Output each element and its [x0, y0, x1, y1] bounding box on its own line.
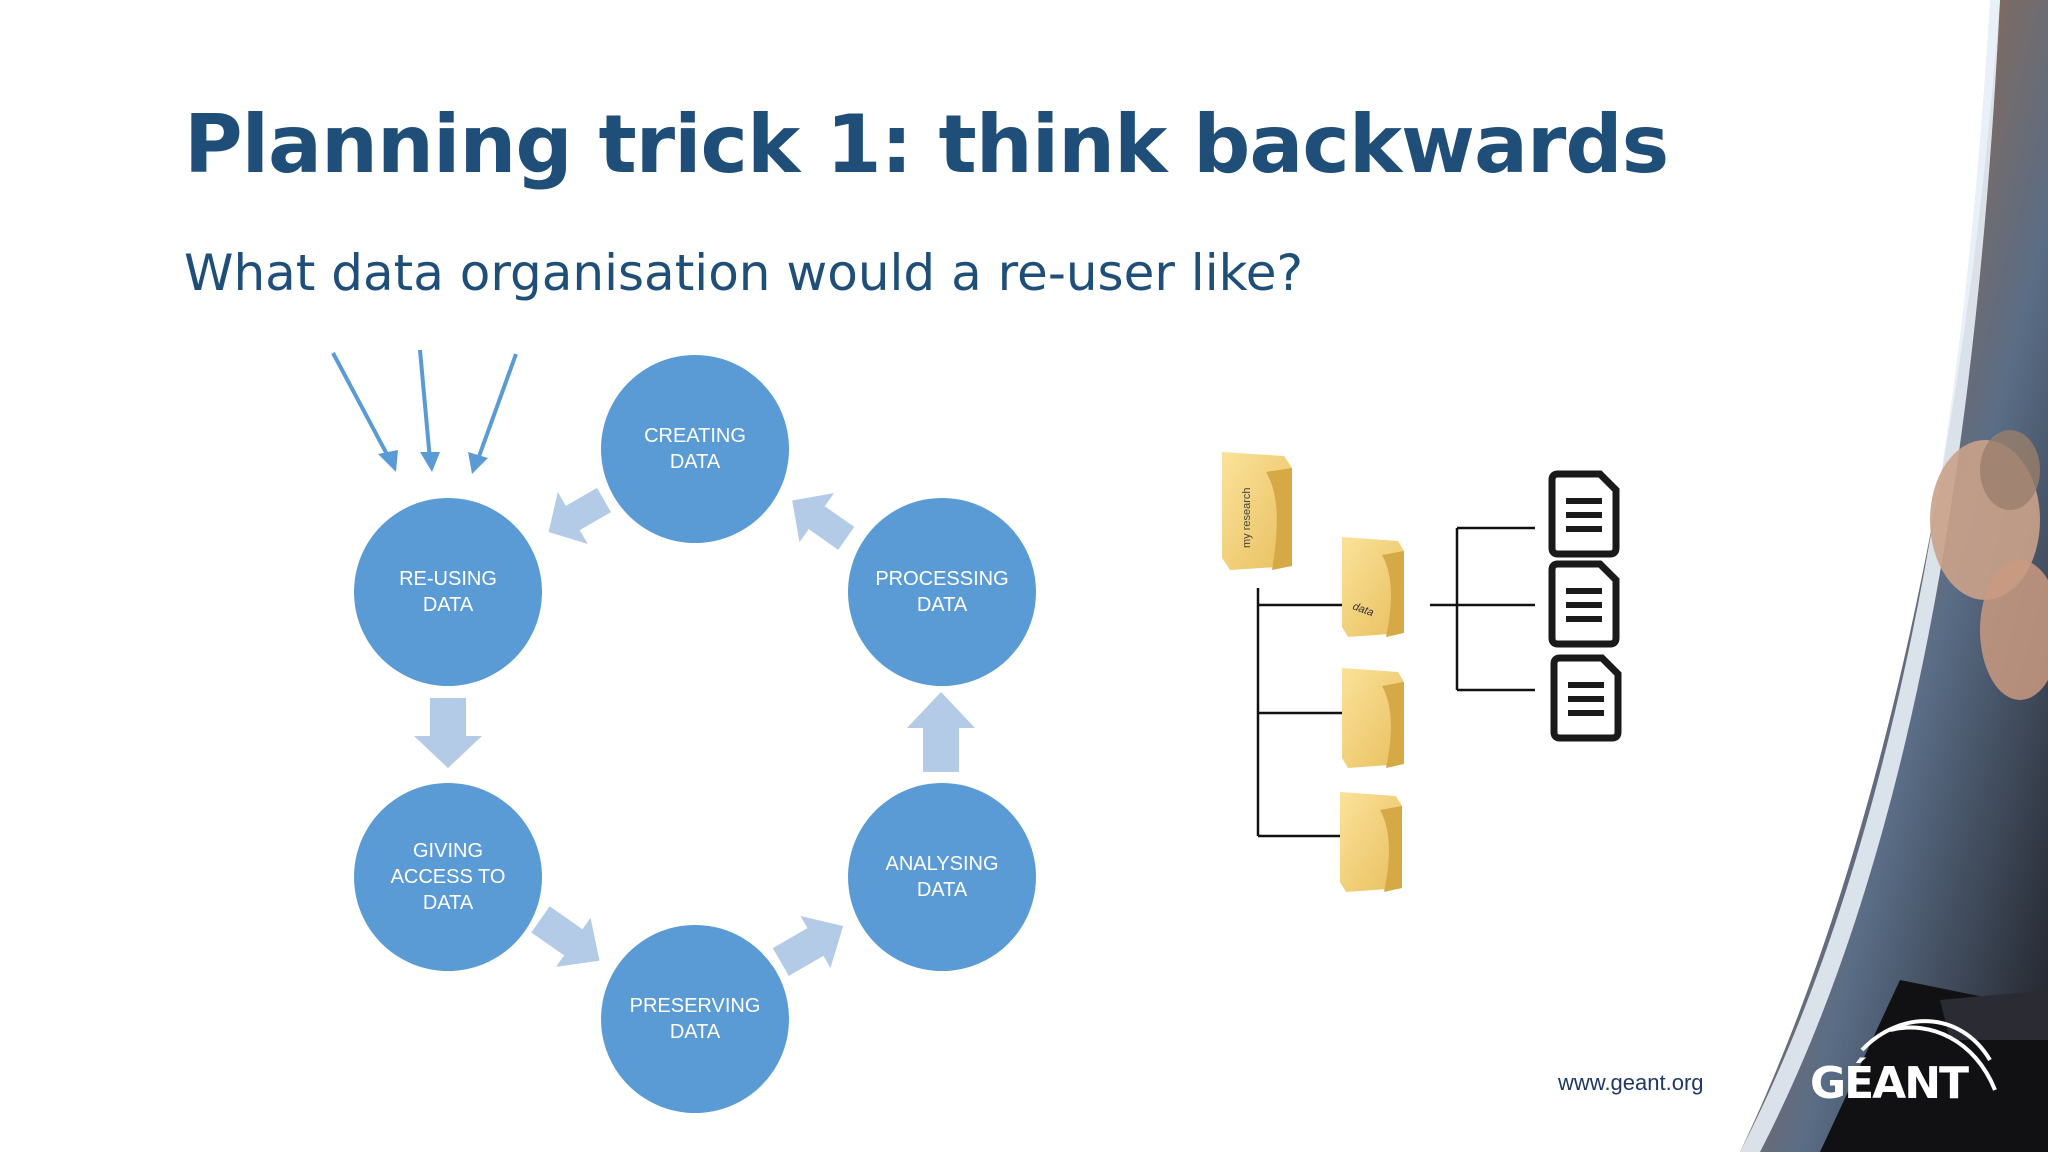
folder-root: my research [1222, 452, 1292, 570]
node-label: PRESERVING DATA [629, 995, 761, 1043]
folder-root-label: my research [1241, 487, 1253, 548]
arrow-creating-to-reusing [548, 487, 611, 544]
node-creating-data: CREATING DATA [601, 355, 789, 543]
arrow-preserving-to-analysing [772, 916, 844, 976]
folder-data: data [1342, 537, 1404, 637]
arrow-analysing-to-processing [907, 692, 975, 772]
arrow-giving-to-preserving [531, 906, 600, 967]
document-icon [1548, 560, 1620, 648]
geant-logo-text: GÉANT [1810, 1058, 1969, 1109]
slide-subtitle: What data organisation would a re-user l… [184, 244, 1304, 302]
folder-tree: my research data [1222, 452, 1622, 892]
node-processing-data: PROCESSING DATA [848, 498, 1036, 686]
photo-band [1740, 0, 2048, 1152]
geant-logo-swoosh [1860, 1019, 1997, 1091]
node-label: PROCESSING DATA [875, 568, 1009, 616]
incoming-arrow-3 [475, 353, 518, 463]
website-link[interactable]: www.geant.org [1558, 1070, 1704, 1095]
incoming-arrows [331, 349, 518, 474]
folder-2 [1342, 668, 1404, 768]
arrow-processing-to-creating [792, 493, 855, 550]
arrow-reusing-to-giving [414, 698, 482, 768]
tree-lines [1256, 526, 1535, 838]
cycle-arrows [414, 487, 975, 976]
node-giving-access-to-data: GIVING ACCESS TO DATA [354, 783, 542, 971]
node-label: ANALYSING DATA [885, 853, 999, 901]
incoming-arrow-2 [418, 349, 432, 461]
node-label: RE-USING DATA [399, 568, 497, 616]
incoming-arrow-1 [331, 352, 392, 461]
document-icon [1548, 470, 1620, 558]
node-reusing-data: RE-USING DATA [354, 498, 542, 686]
slide-title: Planning trick 1: think backwards [184, 98, 1669, 191]
node-preserving-data: PRESERVING DATA [601, 925, 789, 1113]
document-icon [1550, 654, 1622, 742]
node-analysing-data: ANALYSING DATA [848, 783, 1036, 971]
node-label: CREATING DATA [644, 425, 746, 473]
node-label: GIVING ACCESS TO DATA [390, 840, 506, 914]
folder-3 [1340, 792, 1402, 892]
